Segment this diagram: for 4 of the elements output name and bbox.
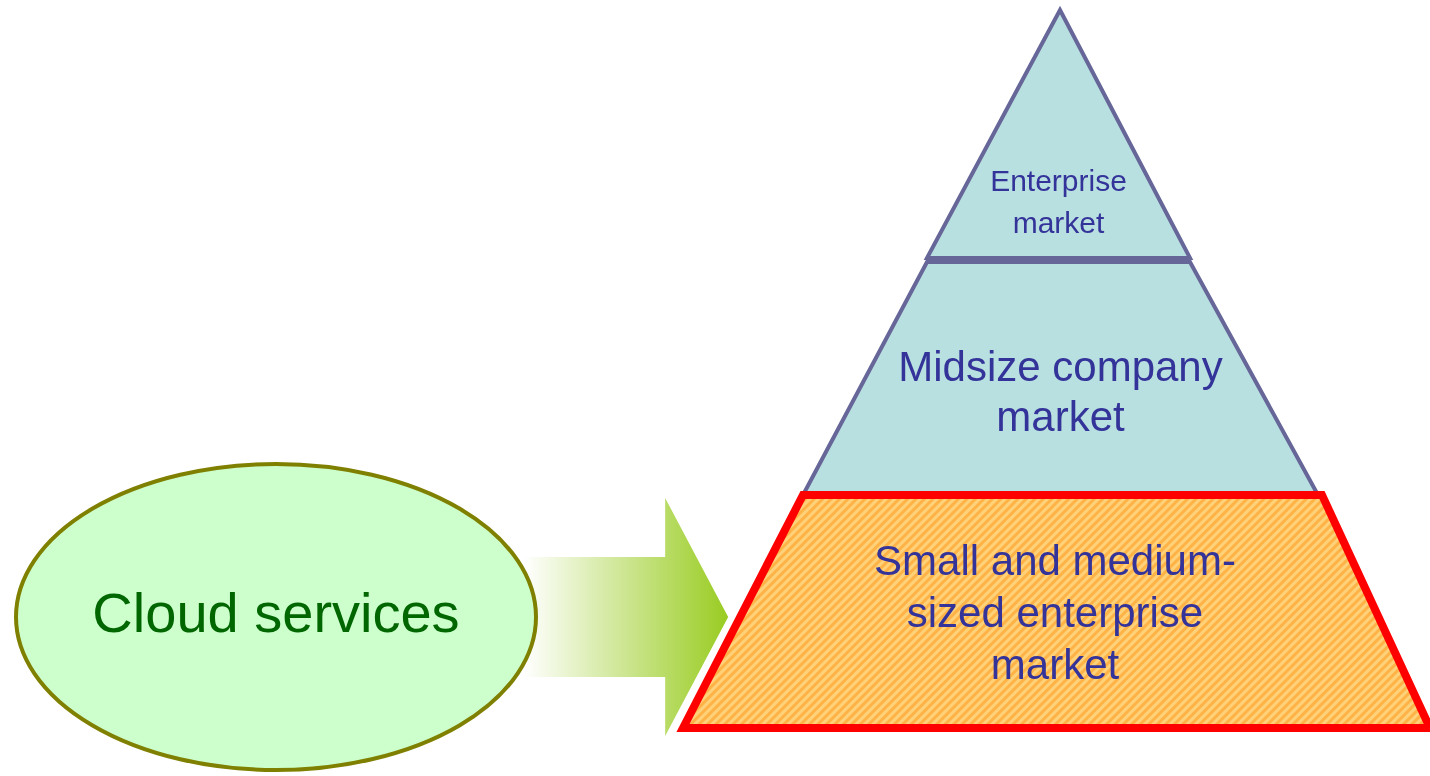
node-label: Midsize company market — [897, 342, 1224, 442]
node-label: Enterprise market — [989, 163, 1128, 241]
node-label: Cloud services — [91, 582, 461, 644]
ellipse-node — [14, 462, 538, 772]
